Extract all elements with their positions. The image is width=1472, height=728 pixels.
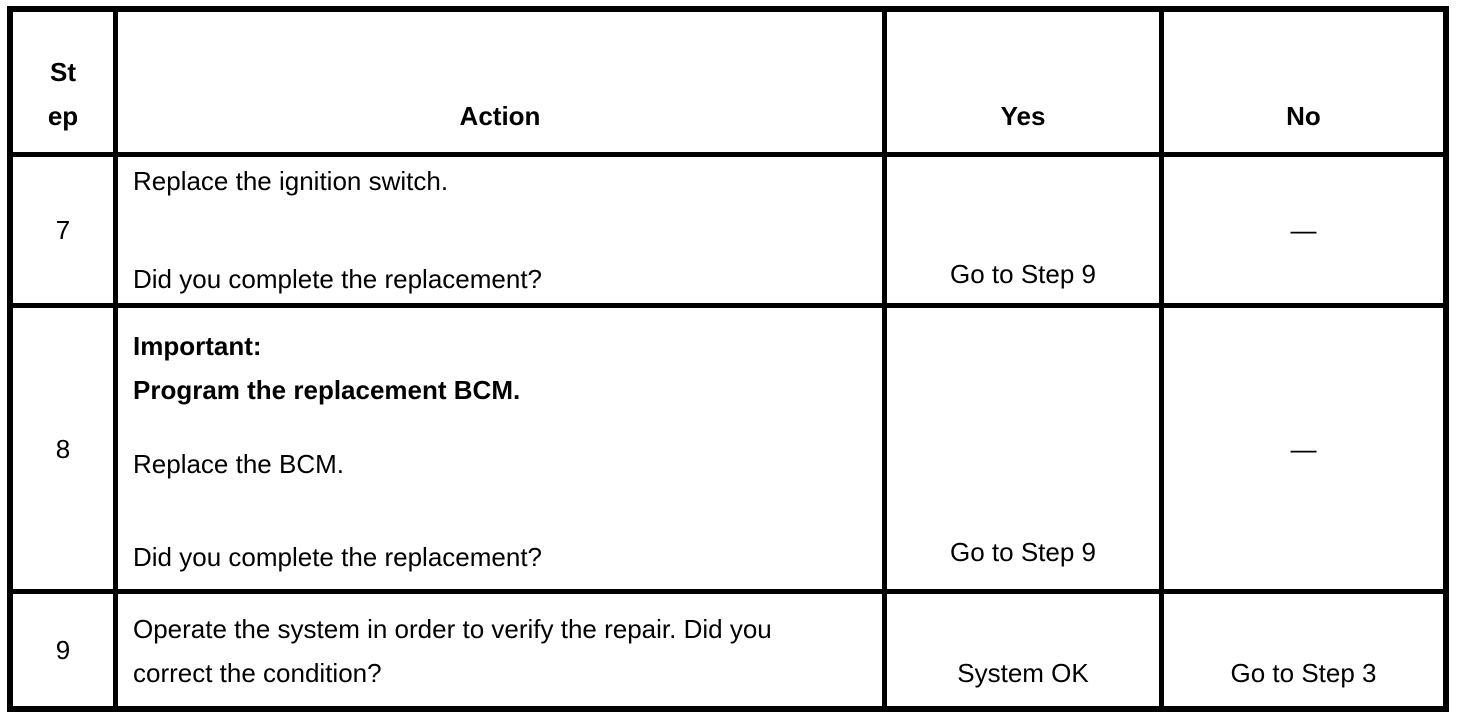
step-8-action-instruction: Replace the BCM. bbox=[133, 449, 344, 479]
step-8-yes: Go to Step 9 bbox=[887, 308, 1159, 589]
diagnostic-steps-table: St ep Action Yes No 7 Replace the igniti… bbox=[7, 6, 1449, 712]
step-7-action: Replace the ignition switch. Did you com… bbox=[118, 157, 882, 303]
step-7-action-question: Did you complete the replacement? bbox=[133, 264, 543, 294]
step-8-action-question: Did you complete the replacement? bbox=[133, 542, 543, 572]
step-8-no: — bbox=[1164, 308, 1443, 589]
col-header-yes: Yes bbox=[887, 12, 1159, 152]
step-9-yes: System OK bbox=[887, 594, 1159, 706]
col-header-action: Action bbox=[118, 12, 882, 152]
step-9-number: 9 bbox=[13, 594, 113, 706]
step-7-number: 7 bbox=[13, 157, 113, 303]
step-7-yes: Go to Step 9 bbox=[887, 157, 1159, 303]
step-7-action-instruction: Replace the ignition switch. bbox=[133, 166, 449, 196]
step-8-action-important-note: Important: Program the replacement BCM. bbox=[133, 331, 521, 405]
step-9-no: Go to Step 3 bbox=[1164, 594, 1443, 706]
col-header-no: No bbox=[1164, 12, 1443, 152]
step-8-number: 8 bbox=[13, 308, 113, 589]
step-9-action: Operate the system in order to verify th… bbox=[118, 594, 882, 706]
step-7-no: — bbox=[1164, 157, 1443, 303]
col-header-step: St ep bbox=[13, 12, 113, 152]
step-8-action: Important: Program the replacement BCM. … bbox=[118, 308, 882, 589]
